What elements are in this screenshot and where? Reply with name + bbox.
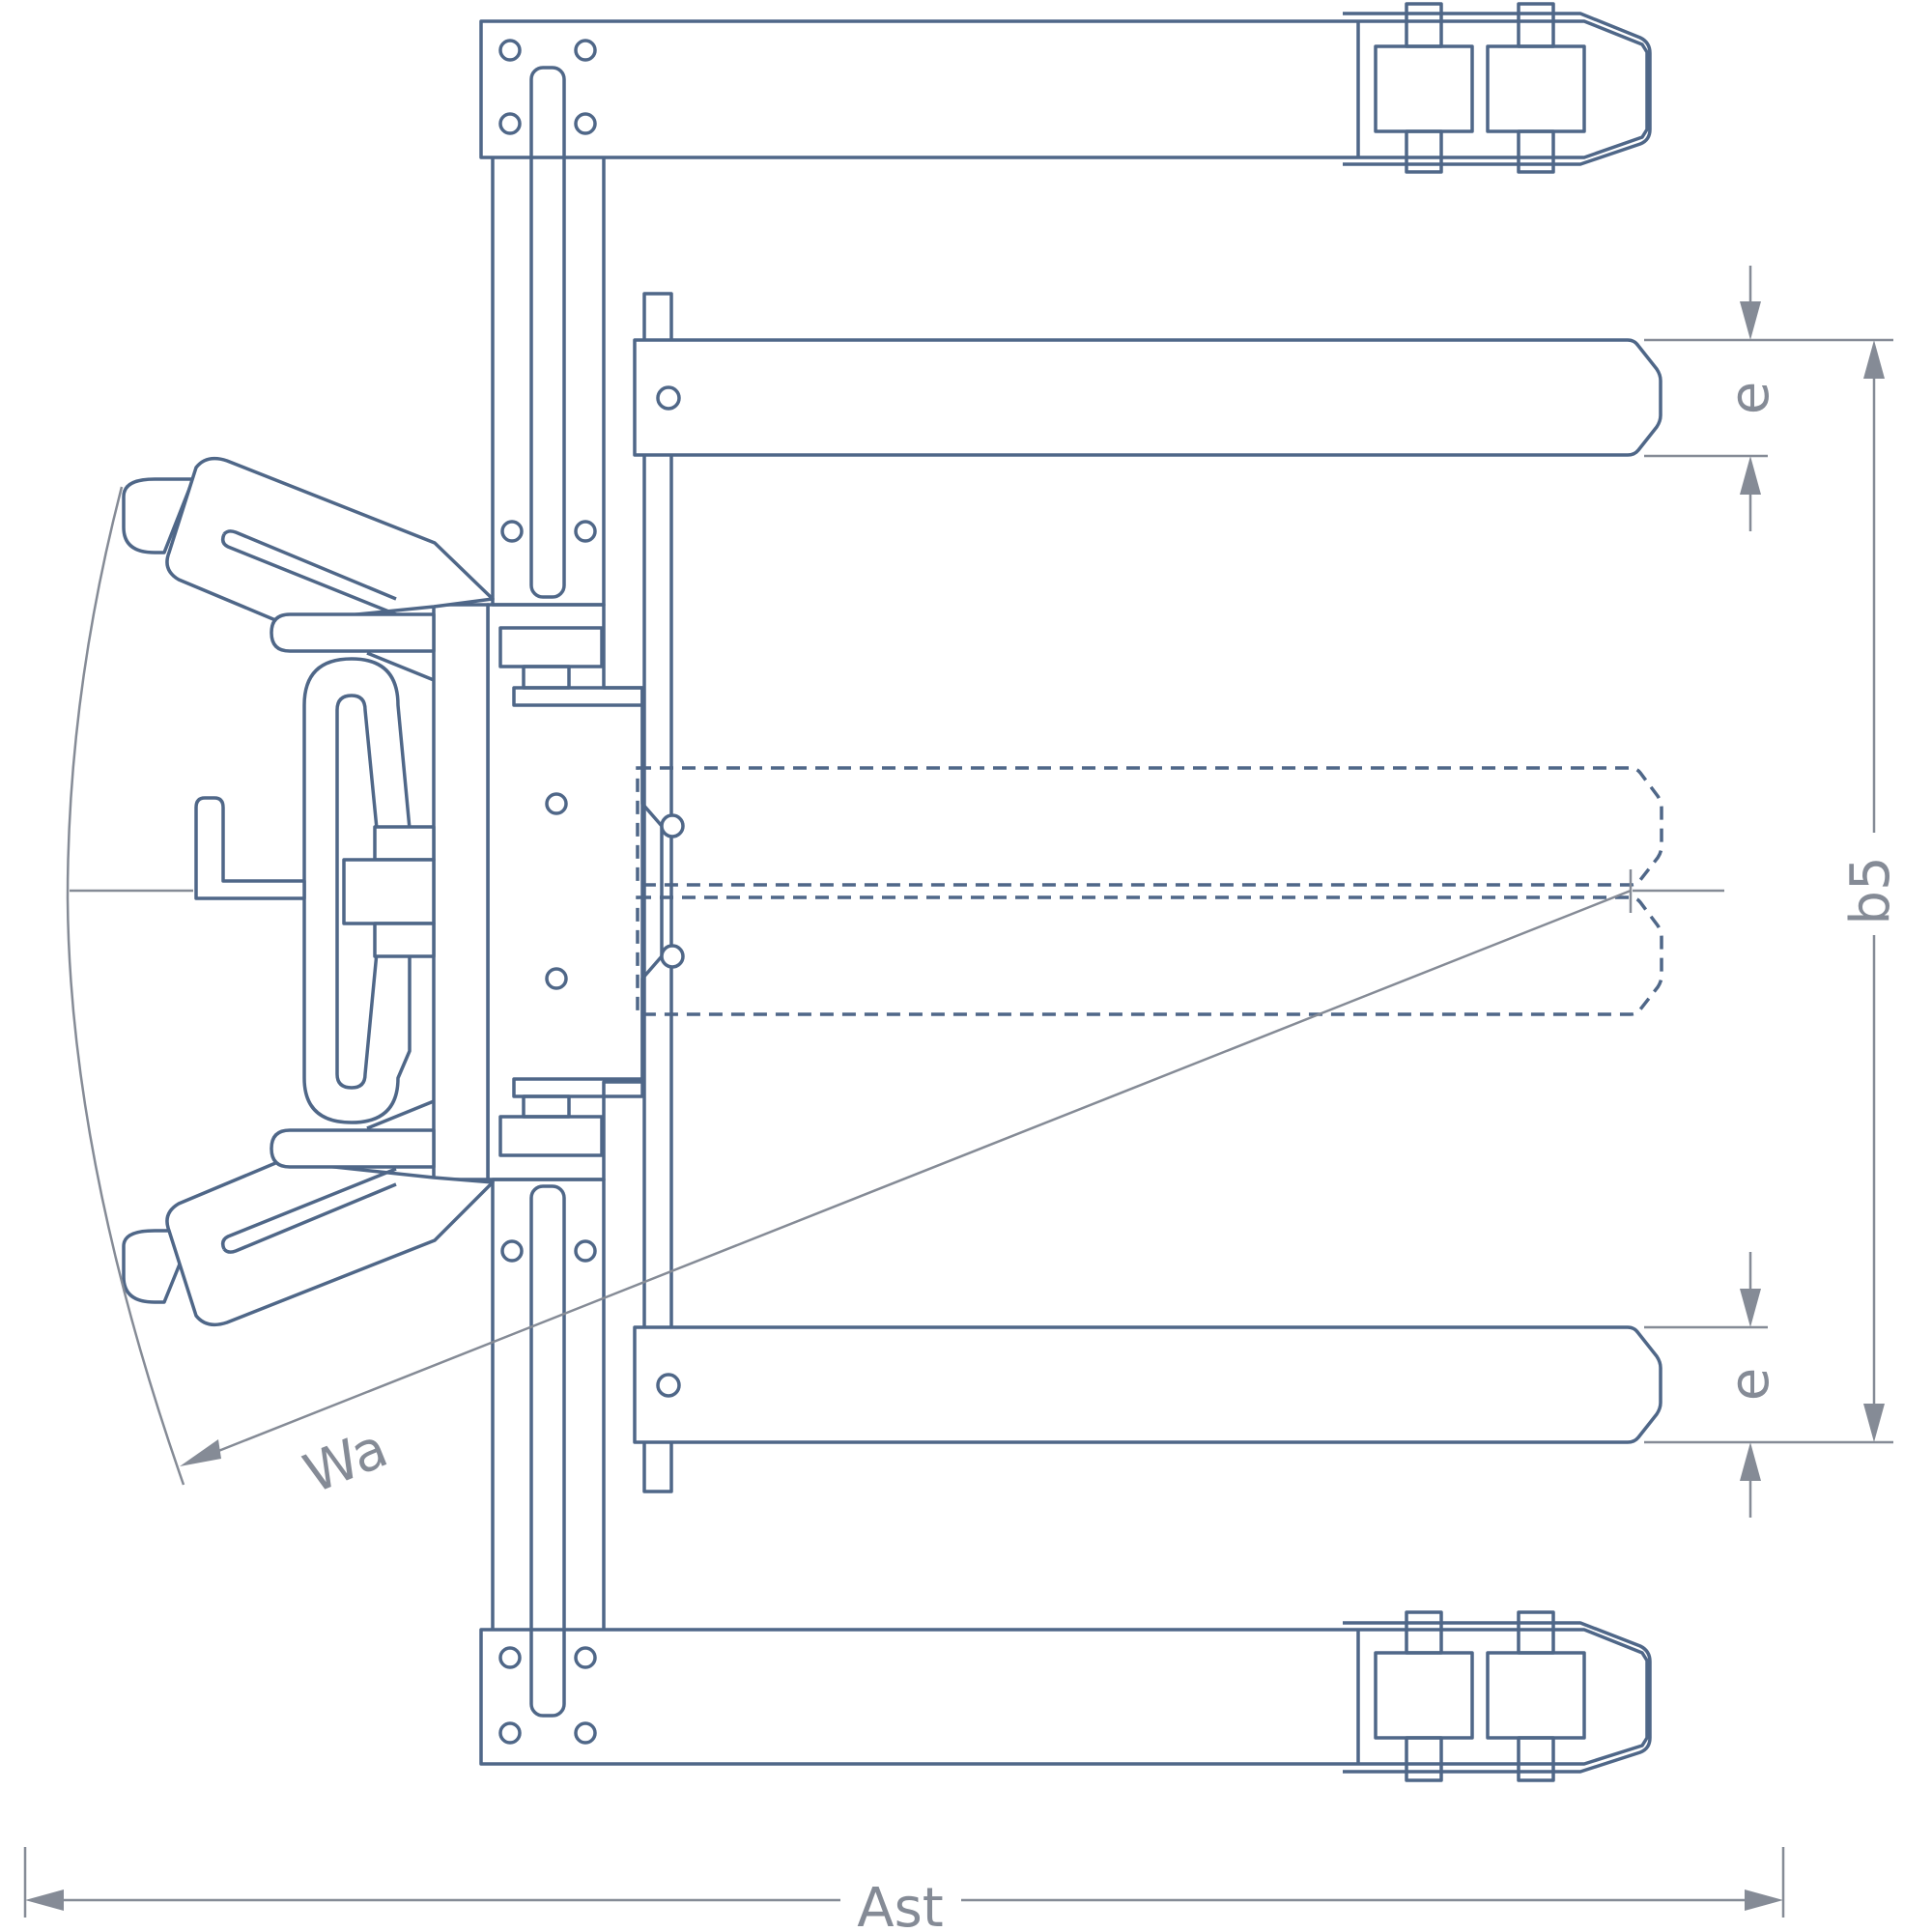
bottom-load-wheel-1 xyxy=(1374,1651,1474,1740)
wa-radius-line xyxy=(188,889,1632,1464)
bottom-load-wheel-2 xyxy=(1486,1651,1586,1740)
wa-arrowhead xyxy=(180,1439,221,1466)
upper-lift-cylinder xyxy=(529,66,566,599)
ast-left-arrow xyxy=(25,1889,64,1911)
e-top-label: e xyxy=(1719,382,1781,414)
tiller-head xyxy=(122,456,495,1327)
turning-arc xyxy=(66,486,185,1486)
e-bottom-upper-arrow xyxy=(1740,1289,1761,1327)
forks xyxy=(633,338,1663,1444)
top-load-wheel-2 xyxy=(1486,44,1586,133)
lower-lift-cylinder xyxy=(529,1184,566,1718)
dimension-lines xyxy=(23,266,1893,1918)
top-load-wheel-1 xyxy=(1374,44,1474,133)
bottom-outer-fork xyxy=(479,1628,1649,1766)
top-fork xyxy=(633,338,1662,457)
top-outer-fork xyxy=(479,19,1649,159)
bottom-fork xyxy=(633,1325,1662,1444)
inner-fork-lower-dashed xyxy=(636,895,1663,1016)
ast-label: Ast xyxy=(857,1877,943,1932)
e-bottom-label: e xyxy=(1719,1368,1781,1401)
e-top-upper-arrow xyxy=(1740,301,1761,340)
truck-chassis xyxy=(479,2,1652,1782)
tiller-base-plate xyxy=(432,603,490,1181)
ast-right-arrow xyxy=(1745,1889,1783,1911)
control-lever xyxy=(194,796,306,900)
wa-label: Wa xyxy=(296,1417,396,1507)
upper-handle-grip xyxy=(122,477,195,554)
inner-fork-upper-dashed xyxy=(636,766,1663,887)
b5-label: b5 xyxy=(1839,856,1902,924)
drive-unit-plate xyxy=(486,603,644,1181)
fork-carriage-rail xyxy=(642,292,673,1493)
